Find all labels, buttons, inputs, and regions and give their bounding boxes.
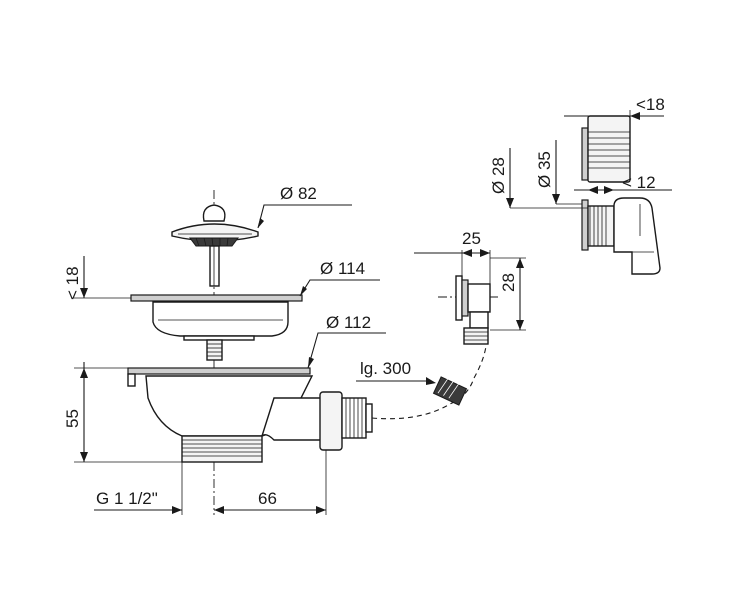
dim-outlet-offset: 66	[214, 450, 327, 515]
dim-body-height: 55	[63, 368, 88, 462]
valve-side-view: 25 28	[414, 229, 526, 345]
dim-strainer-diameter: Ø 82	[257, 184, 352, 229]
dim-body-height-label: 55	[63, 409, 82, 428]
dim-valve-width-label: 25	[462, 229, 481, 248]
dim-thread-label: G 1 1/2"	[96, 489, 158, 508]
dim-knob-depth-lower-label: < 12	[622, 173, 656, 192]
dim-knob-depth-top-label: <18	[636, 95, 665, 114]
dim-body-diameter: Ø 112	[307, 313, 386, 369]
dim-cable-length: lg. 300	[356, 359, 436, 385]
dim-flange-height: < 18	[63, 256, 88, 368]
drain-body	[127, 367, 373, 463]
dim-body-diameter-label: Ø 112	[326, 313, 371, 332]
dim-flange-height-label: < 18	[63, 266, 82, 300]
dim-basket-diameter-label: Ø 114	[320, 259, 365, 278]
dim-valve-height: 28	[499, 258, 524, 330]
dim-outlet-offset-label: 66	[258, 489, 277, 508]
knob-detail: <18 < 12 Ø 35 Ø 28	[489, 95, 672, 275]
dim-knob-diameter-outer: Ø 35	[535, 140, 582, 205]
dim-valve-height-label: 28	[499, 273, 518, 292]
cable-connector	[432, 376, 468, 406]
dim-valve-width: 25	[414, 229, 490, 257]
dim-basket-diameter: Ø 114	[299, 259, 380, 297]
dim-cable-length-label: lg. 300	[360, 359, 411, 378]
dim-knob-diameter-inner: Ø 28	[489, 148, 588, 209]
sink-drain-assembly: Ø 82 Ø 114 Ø 112 < 18	[63, 184, 386, 515]
strainer-plug	[171, 204, 259, 287]
control-cable: lg. 300	[356, 345, 487, 420]
dim-knob-depth-top: <18	[564, 95, 665, 122]
dim-strainer-diameter-label: Ø 82	[280, 184, 317, 203]
dim-thread: G 1 1/2"	[94, 462, 183, 515]
basket-flange	[130, 294, 303, 361]
dim-knob-diameter-inner-label: Ø 28	[489, 157, 508, 194]
dim-knob-diameter-outer-label: Ø 35	[535, 151, 554, 188]
dim-knob-depth-lower: < 12	[574, 173, 672, 194]
